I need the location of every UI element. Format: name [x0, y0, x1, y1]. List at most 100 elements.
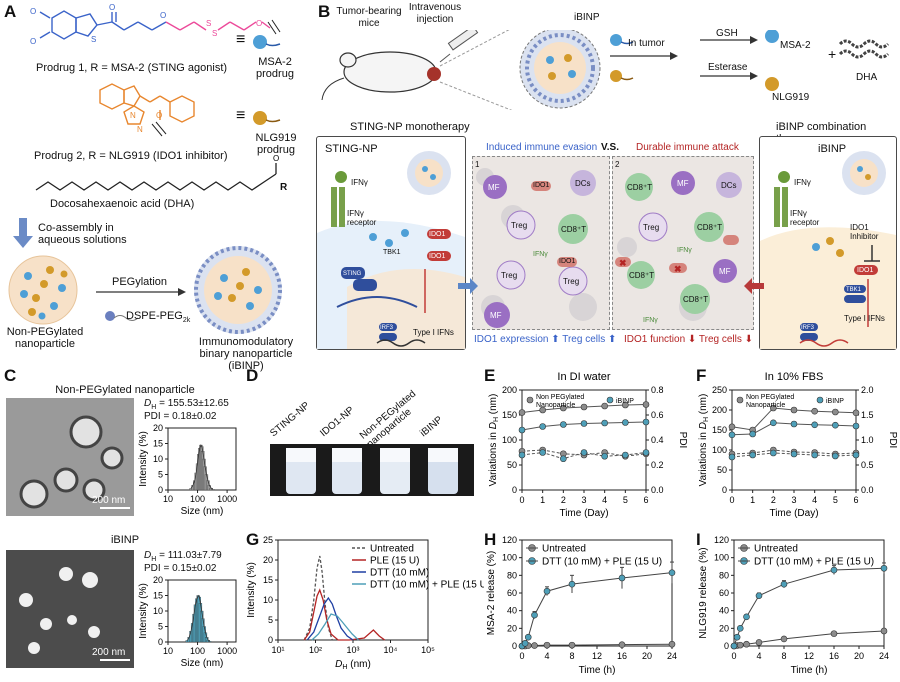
- svg-text:O: O: [156, 111, 162, 120]
- scene-number-2: 2: [615, 160, 620, 169]
- data-point: [568, 641, 576, 649]
- mice-caption: Tumor-bearing mice: [336, 6, 402, 29]
- c-x-tick-label: 10: [163, 646, 173, 656]
- prodrug1-caption: Prodrug 1, R = MSA-2 (STING agonist): [36, 62, 228, 74]
- svg-text:O: O: [30, 7, 36, 16]
- rel-x-tick-label: 16: [617, 651, 627, 661]
- tem-image-top: 200 nm: [6, 398, 134, 516]
- c-x-tick-label: 1000: [217, 646, 237, 656]
- g-x-tick-label: 10³: [346, 645, 359, 655]
- mf-3: MF: [677, 179, 689, 188]
- attack-title: Durable immune attack: [636, 142, 739, 153]
- plus-sign: +: [828, 46, 837, 62]
- data-point: [601, 402, 608, 410]
- chart-title: In 10% FBS: [765, 371, 824, 383]
- x-tick-label: 2: [771, 495, 776, 505]
- ido1-inhibitor-label: IDO1 Inhibitor: [850, 223, 879, 241]
- g-y-tick-label: 0: [268, 635, 273, 645]
- rel-y-tick-label: 60: [719, 588, 729, 598]
- c-y-tick-label: 10: [153, 454, 163, 464]
- rel-y-tick-label: 20: [507, 623, 517, 633]
- vial-label-4: iBINP: [418, 414, 445, 440]
- svg-text:N: N: [130, 111, 136, 120]
- treg-4: Treg: [643, 223, 660, 232]
- data-point: [531, 642, 538, 649]
- data-point: [539, 406, 546, 414]
- data-point: [560, 455, 567, 463]
- ibinp-top-label: iBINP: [574, 12, 600, 23]
- dha-r-label: R: [280, 182, 288, 193]
- g-x-axis-label: DH (nm): [335, 659, 371, 671]
- rel-y-tick-label: 0: [512, 641, 517, 651]
- rel-y-tick-label: 100: [714, 553, 729, 563]
- x-tick-label: 1: [540, 495, 545, 505]
- legend-label: PLE (15 U): [370, 556, 419, 567]
- right-y-tick-label: 0.2: [651, 460, 664, 470]
- left-y-tick-label: 150: [502, 410, 517, 420]
- data-point: [580, 420, 588, 427]
- c-bottom-dh: DH = 111.03±7.79: [144, 550, 222, 563]
- cd8-5: CD8⁺T: [683, 295, 709, 304]
- prodrug2-structure: [99, 83, 195, 125]
- data-point: [832, 452, 839, 460]
- data-point: [560, 404, 567, 412]
- legend-label: Non PEGylated: [746, 394, 794, 401]
- c-x-axis-label: Size (nm): [181, 658, 224, 669]
- rel-x-tick-label: 12: [804, 651, 814, 661]
- cd8-3: CD8⁺T: [697, 223, 723, 232]
- panel-label-a: A: [4, 2, 17, 21]
- x-axis-label: Time (Day): [559, 508, 608, 519]
- left-y-tick-label: 150: [712, 425, 727, 435]
- right-y-tick-label: 1.0: [861, 435, 874, 445]
- g-y-tick-label: 10: [263, 595, 273, 605]
- left-y-tick-label: 0: [722, 485, 727, 495]
- ifng-scene-3: IFNγ: [643, 317, 658, 324]
- data-point: [668, 640, 676, 648]
- dcs-2: DCs: [721, 181, 737, 190]
- c-y-tick-label: 0: [158, 637, 163, 647]
- data-point: [730, 642, 738, 650]
- data-point: [830, 630, 838, 637]
- data-point: [780, 580, 788, 588]
- rel-x-tick-label: 0: [519, 651, 524, 661]
- vial-label-2: IDO1-NP: [318, 404, 357, 440]
- data-point: [728, 453, 736, 461]
- data-point: [790, 406, 798, 414]
- rel-x-axis-label: Time (h): [579, 665, 616, 676]
- panel-label-f: F: [696, 366, 707, 385]
- left-y-tick-label: 0: [512, 485, 517, 495]
- right-y-tick-label: 1.5: [861, 410, 874, 420]
- coassembly-arrow: [13, 218, 33, 248]
- data-point: [524, 633, 532, 641]
- data-point: [622, 401, 629, 409]
- dha-label-b: DHA: [856, 72, 878, 83]
- rel-y-tick-label: 20: [719, 623, 729, 633]
- right-y-tick-label: 0.5: [861, 460, 874, 470]
- scene-number-1: 1: [475, 160, 480, 169]
- c-y-tick-label: 5: [158, 622, 163, 632]
- data-point: [743, 640, 750, 648]
- gsh-label: GSH: [716, 28, 738, 39]
- g-x-tick-label: 10¹: [271, 645, 284, 655]
- equiv-symbol-1: ≡: [236, 31, 246, 48]
- rel-x-tick-label: 20: [642, 651, 652, 661]
- legend-label: Untreated: [370, 544, 414, 555]
- svg-text:S: S: [206, 19, 211, 28]
- g-y-axis-label: Intensity (%): [246, 562, 257, 618]
- c-x-tick-label: 10: [163, 494, 173, 504]
- svg-text:✖: ✖: [619, 258, 627, 268]
- svg-text:O: O: [109, 3, 115, 12]
- rel-x-tick-label: 24: [667, 651, 677, 661]
- data-point: [830, 566, 838, 574]
- x-tick-label: 3: [581, 495, 586, 505]
- x-tick-label: 5: [833, 495, 838, 505]
- arrow-right-to-scene: [744, 278, 764, 294]
- panel-label-d: D: [246, 366, 259, 385]
- data-point: [622, 419, 629, 426]
- svg-text:O: O: [256, 19, 262, 28]
- nlg919-label: NLG919: [772, 92, 810, 103]
- data-point: [811, 421, 818, 429]
- c-y-tick-label: 20: [153, 575, 163, 585]
